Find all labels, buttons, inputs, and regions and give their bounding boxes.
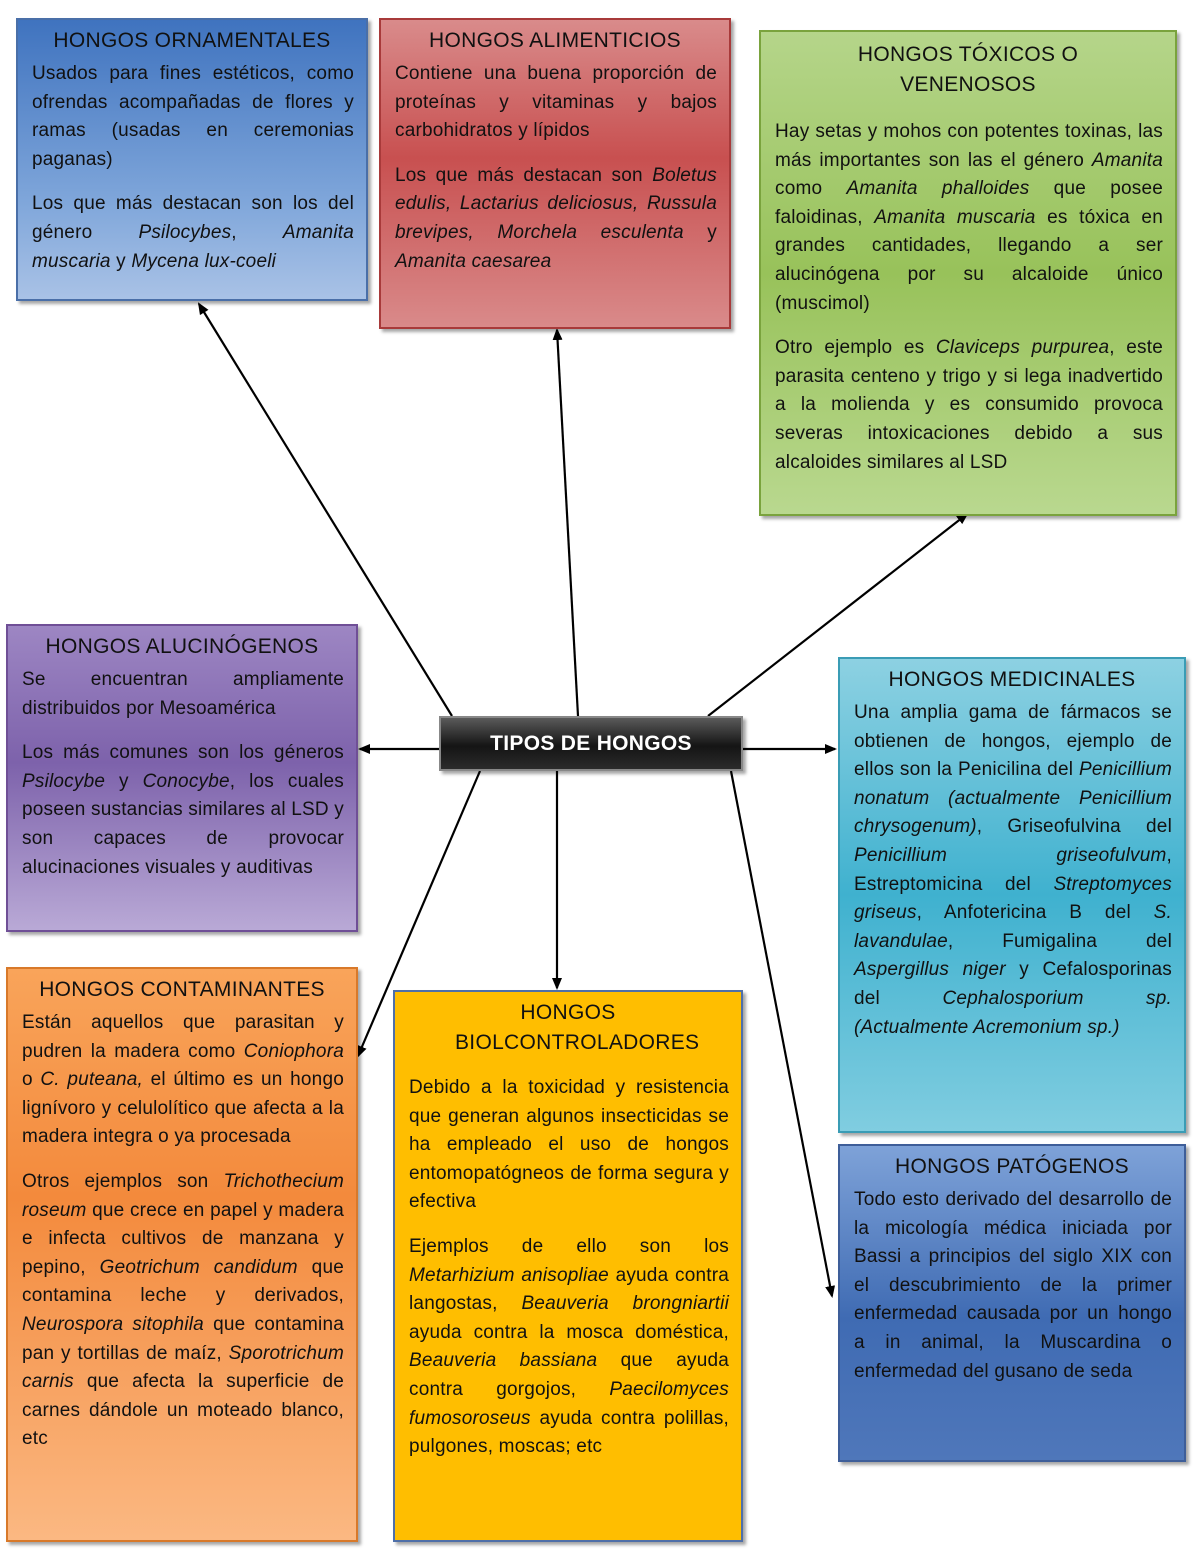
patogenos-p1: Todo esto derivado del desarrollo de la … (854, 1189, 1172, 1382)
arrow-to-alimenticios (552, 328, 580, 717)
arrow-to-toxicos (707, 512, 969, 717)
title-biocontroladores: HONGOS BIOLCONTROLADORES (455, 1001, 700, 1054)
title-alucinogenos: HONGOS ALUCINÓGENOS (45, 635, 319, 658)
box-biocontroladores: HONGOS BIOLCONTROLADORES Debido a la tox… (393, 990, 743, 1542)
central-node: TIPOS DE HONGOS (439, 716, 743, 771)
title-toxicos: HONGOS TÓXICOS O VENENOSOS (857, 43, 1079, 96)
biocontroladores-p1: Debido a la toxicidad y resistencia que … (409, 1077, 729, 1213)
title-patogenos: HONGOS PATÓGENOS (895, 1155, 1129, 1178)
title-contaminantes: HONGOS CONTAMINANTES (39, 978, 325, 1001)
box-alimenticios: HONGOS ALIMENTICIOS Contiene una buena p… (379, 18, 731, 329)
arrow-to-patogenos (729, 770, 836, 1298)
toxicos-p1: Hay setas y mohos con potentes toxinas, … (775, 121, 1163, 314)
alimenticios-p2: Los que más destacan son Boletus edulis,… (395, 164, 718, 272)
title-medicinales: HONGOS MEDICINALES (888, 668, 1136, 691)
alimenticios-p1: Contiene una buena proporción de proteín… (395, 63, 717, 142)
box-medicinales: HONGOS MEDICINALES Una amplia gama de fá… (838, 657, 1186, 1133)
box-contaminantes: HONGOS CONTAMINANTES Están aquellos que … (6, 967, 358, 1542)
box-ornamentales: HONGOS ORNAMENTALES Usados para fines es… (16, 18, 368, 301)
title-alimenticios: HONGOS ALIMENTICIOS (429, 29, 681, 52)
arrow-to-ornamentales (197, 302, 453, 717)
toxicos-p2: Otro ejemplo es Claviceps purpurea, este… (775, 337, 1164, 473)
contaminantes-p2: Otros ejemplos son Trichothecium roseum … (22, 1170, 344, 1450)
box-patogenos: HONGOS PATÓGENOS Todo esto derivado del … (838, 1144, 1186, 1462)
medicinales-p1: Una amplia gama de fármacos se obtienen … (854, 702, 1173, 1038)
box-toxicos: HONGOS TÓXICOS O VENENOSOS Hay setas y m… (759, 30, 1177, 516)
ornamentales-p2: Los que más destacan son los del género … (32, 193, 354, 272)
box-alucinogenos: HONGOS ALUCINÓGENOS Se encuentran amplia… (6, 624, 358, 932)
alucinogenos-p2: Los más comunes son los géneros Psilocyb… (22, 742, 344, 878)
alucinogenos-p1: Se encuentran ampliamente distribuidos p… (22, 669, 344, 719)
arrow-to-contaminantes (356, 770, 482, 1058)
biocontroladores-p2: Ejemplos de ello son los Metarhizium ani… (409, 1235, 730, 1458)
title-ornamentales: HONGOS ORNAMENTALES (53, 29, 331, 52)
contaminantes-p1: Están aquellos que parasitan y pudren la… (22, 1012, 344, 1148)
ornamentales-p1: Usados para fines estéticos, como ofrend… (32, 63, 354, 170)
